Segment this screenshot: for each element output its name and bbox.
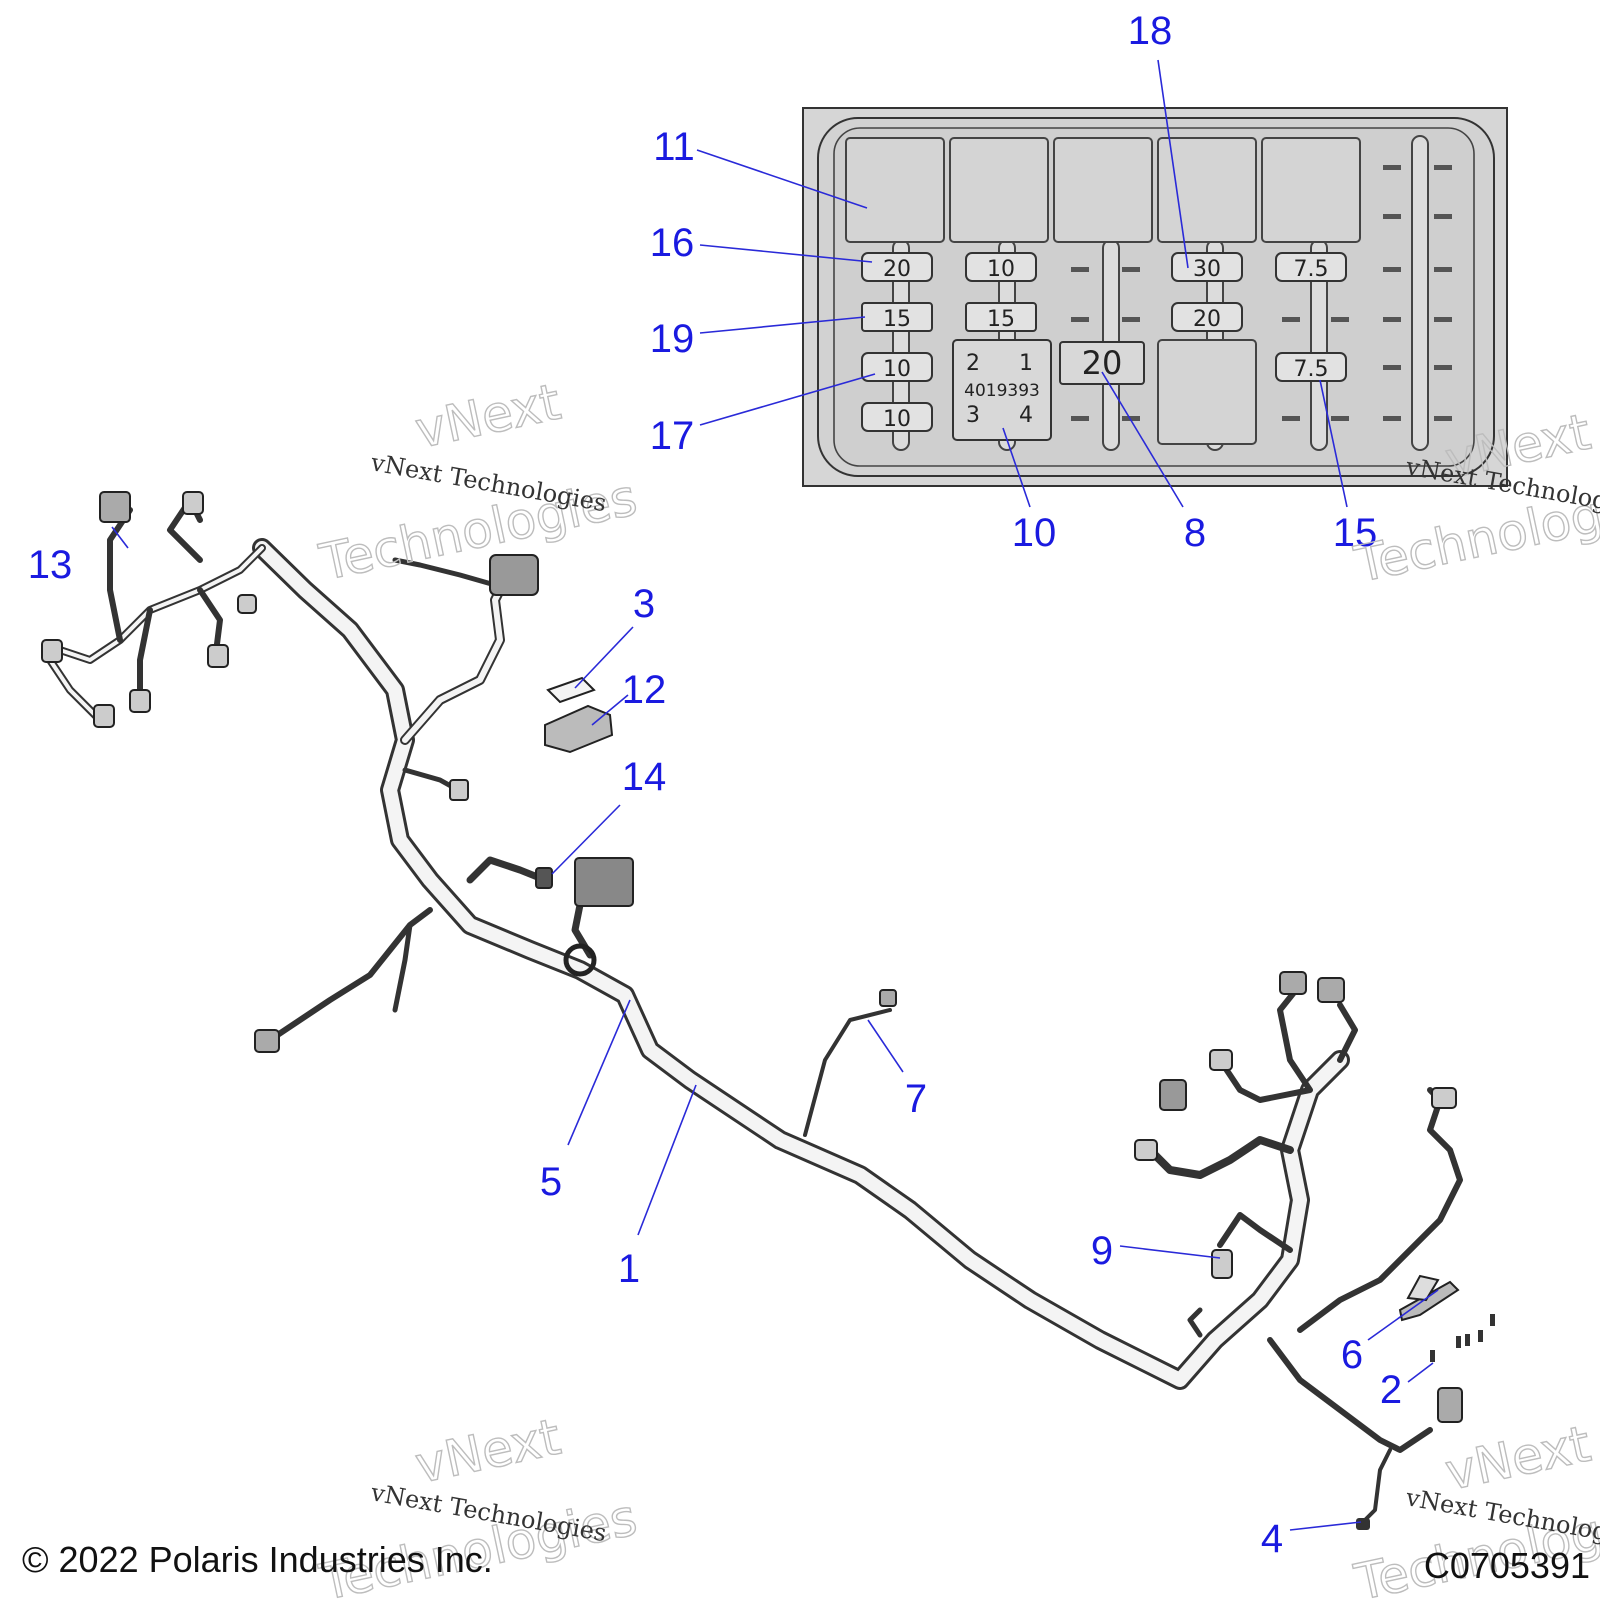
relay-part-number: 4019393 (964, 381, 1040, 401)
callout-5: 5 (540, 1160, 562, 1204)
fuse-column-5: 7.5 7.5 (1275, 252, 1347, 382)
fuse-20-amp-col4-label: 20 (1193, 307, 1221, 332)
relay-pin-4: 4 (1019, 403, 1033, 428)
callout-numbers: 11 16 19 17 18 10 8 15 13 3 12 14 5 1 7 … (28, 9, 1402, 1561)
callout-4: 4 (1261, 1517, 1283, 1561)
callout-6: 6 (1341, 1333, 1363, 1377)
callout-2: 2 (1380, 1368, 1402, 1412)
callout-13: 13 (28, 543, 73, 587)
fuse-7-5-amp-label: 7.5 (1294, 257, 1329, 282)
empty-relay-slot (1157, 339, 1257, 445)
fuse-10-amp-label-lower: 10 (883, 407, 911, 432)
watermark-top-left: vNext Technologies vNext Technologies (314, 372, 643, 593)
relay-4019393: 2 1 4019393 3 4 (952, 339, 1052, 441)
callout-7: 7 (905, 1077, 927, 1121)
fuse-column-4: 30 20 (1171, 252, 1243, 332)
fuse-20-amp-label: 20 (883, 257, 911, 282)
callout-1: 1 (618, 1247, 640, 1291)
relay-pin-1: 1 (1019, 351, 1033, 376)
circuit-breaker: 20 (1059, 341, 1145, 385)
relay-pin-3: 3 (966, 403, 980, 428)
fuse-15-amp-col2-label: 15 (987, 307, 1015, 332)
callout-3: 3 (633, 582, 655, 626)
fuse-column-2: 10 15 (965, 252, 1037, 332)
fuse-10-amp-col2-label: 10 (987, 257, 1015, 282)
callout-11: 11 (653, 125, 695, 169)
callout-18: 18 (1128, 9, 1173, 53)
fuse-column-1: 20 15 10 10 (861, 252, 933, 432)
fuse-30-amp-label: 30 (1193, 257, 1221, 282)
callout-14: 14 (622, 755, 667, 799)
callout-16: 16 (650, 221, 695, 265)
leader-lines (111, 59, 1439, 1531)
figure-id: C0705391 (1424, 1545, 1590, 1586)
svg-text:vNext: vNext (410, 373, 565, 460)
callout-15: 15 (1333, 511, 1378, 555)
callout-17: 17 (650, 414, 695, 458)
callout-8: 8 (1184, 511, 1206, 555)
wire-harness (41, 491, 1495, 1530)
svg-text:vNext: vNext (410, 1408, 565, 1495)
fuse-7-5-amp-lower-label: 7.5 (1294, 357, 1329, 382)
relay-row (845, 137, 1361, 243)
circuit-breaker-label: 20 (1082, 344, 1123, 382)
fuse-10-amp-label: 10 (883, 357, 911, 382)
fuse-box: 20 15 10 10 10 15 2 1 4019393 3 4 20 (802, 107, 1508, 487)
callout-12: 12 (622, 668, 667, 712)
callout-9: 9 (1091, 1229, 1113, 1273)
relay-pin-2: 2 (966, 351, 980, 376)
copyright-text: © 2022 Polaris Industries Inc. (22, 1539, 493, 1580)
svg-text:vNext: vNext (1440, 1415, 1595, 1502)
fuse-15-amp-label: 15 (883, 307, 911, 332)
callout-19: 19 (650, 317, 695, 361)
callout-10: 10 (1012, 511, 1057, 555)
